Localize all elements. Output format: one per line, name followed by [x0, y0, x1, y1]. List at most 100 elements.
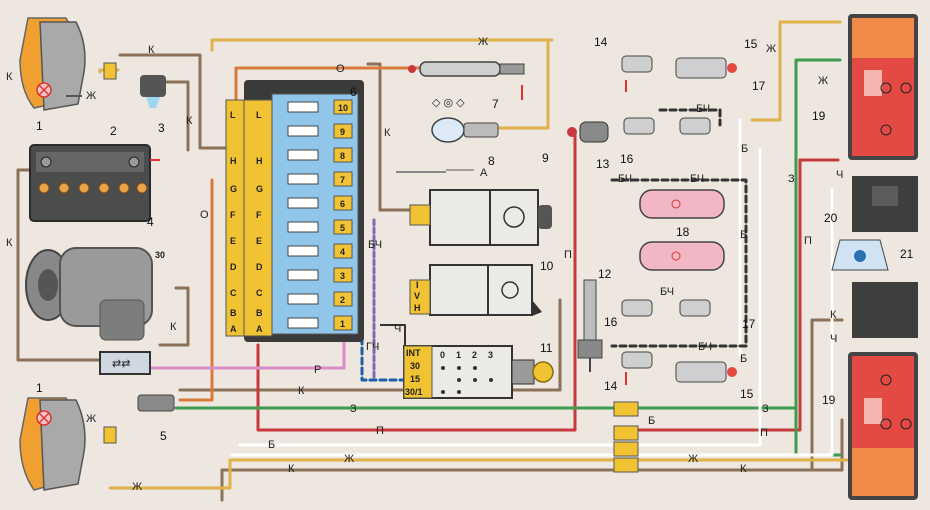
ignition-position: 1 — [456, 350, 461, 360]
lamp-14-bottom-number: 14 — [604, 379, 618, 393]
ignition-pin: 30/1 — [405, 387, 423, 397]
sensor-3-number: 3 — [158, 121, 165, 135]
headlamp-bottom: 1 Ж Ж — [19, 381, 142, 493]
top-zh-label: Ж — [478, 36, 488, 48]
fuse-row: 2 — [287, 291, 353, 307]
lamp-18-number: 18 — [676, 225, 690, 239]
plate-light-number: 20 — [824, 211, 838, 225]
alternator-k-label: К — [170, 321, 177, 333]
wire-brown-bottom — [220, 418, 844, 502]
lamp-17-bottom-number: 17 — [742, 317, 756, 331]
taillight-top-zh2-label: Ж — [818, 75, 828, 87]
lamp-15-bottom-b-label: Б — [740, 353, 747, 365]
lamp-tube: 7 О Ж — [336, 36, 525, 111]
pin-letter: D — [256, 262, 263, 272]
pin-letter: C — [230, 288, 237, 298]
headlamp-top-number: 1 — [36, 119, 43, 133]
fuse-row: 9 — [287, 123, 353, 139]
lamp-14-top-number: 14 — [594, 35, 608, 49]
battery: 2 — [29, 124, 160, 222]
fusebox-pin-letters: L L H H G G F F E E D D C C B B A A — [230, 110, 263, 334]
wire-red-mid — [256, 133, 577, 432]
wire-yellow-bottom — [108, 458, 852, 490]
ignition-switch: INT 30 15 30/1 0 1 2 3 11 ГЧ Р — [314, 341, 554, 399]
fuse-row: 7 — [287, 171, 353, 187]
bottom-k-label-2: К — [288, 463, 295, 475]
lamp-15-bottom-number: 15 — [740, 387, 754, 401]
headlamp-bottom-zh-label: Ж — [86, 413, 96, 425]
lamp-17-bottom: 17 БЧ — [679, 299, 756, 353]
wire-orange-top — [234, 66, 420, 110]
pin-letter: E — [256, 236, 262, 246]
pin-letter: L — [256, 110, 262, 120]
pin-letter: B — [256, 308, 263, 318]
bottom-p-label-1: П — [376, 425, 384, 437]
plate-light: 20 П К Ч — [804, 211, 889, 345]
lamp-16-bottom-number: 16 — [604, 315, 618, 329]
spark-plug-p-label: П — [564, 249, 572, 261]
bottom-zh-label-2: Ж — [688, 453, 698, 465]
pin-letter: G — [256, 184, 263, 194]
fuse-number: 1 — [340, 319, 345, 329]
switch-13: 13 — [567, 121, 610, 171]
lamp-17-top-number: 17 — [752, 79, 766, 93]
lamp-16-bottom-bch-label: БЧ — [660, 286, 674, 298]
oil-sensor: 5 — [137, 394, 175, 443]
ignition-position: 2 — [472, 350, 477, 360]
fuse-row: 8 — [287, 147, 353, 163]
wire-white-b — [238, 148, 762, 447]
sensor-3: 3 К — [140, 75, 193, 135]
pin-letter: H — [256, 156, 263, 166]
alternator-number: 4 — [147, 215, 154, 229]
fuse-rows: 10 9 8 7 6 5 4 3 2 1 — [287, 99, 353, 331]
oil-sensor-number: 5 — [160, 429, 167, 443]
plate-k-label: К — [830, 309, 837, 321]
wiper-switch: 9 A — [409, 151, 552, 246]
taillight-top-ch-label: Ч — [836, 169, 843, 181]
taillight-top-number: 19 — [812, 109, 826, 123]
ignition-switch-number: 11 — [540, 341, 553, 355]
svg-text:⇄⇄: ⇄⇄ — [112, 358, 130, 370]
ignition-pin: 15 — [410, 374, 420, 384]
lamp-18-b-label: Б — [740, 229, 747, 241]
pin-letter: E — [230, 236, 236, 246]
lamp-17-bottom-bch-label: БЧ — [698, 341, 712, 353]
pin-letter: F — [256, 210, 262, 220]
wire-bch-right — [610, 178, 748, 348]
pin-letter: G — [230, 184, 237, 194]
mid-connectors: Б — [613, 401, 655, 473]
bulb: ◇ ◎ ◇ 8 К — [384, 97, 499, 168]
lamp-15-top: 15 — [675, 37, 758, 79]
lamp-16-bottom: 16 БЧ — [604, 286, 674, 329]
wire-white-b2 — [230, 188, 834, 457]
headlamp-bottom-zh2-label: Ж — [132, 481, 142, 493]
fuse-number: 6 — [340, 199, 345, 209]
battery-number: 2 — [110, 124, 117, 138]
bottom-b-label-1: Б — [268, 439, 275, 451]
fusebox-o-label: О — [200, 209, 209, 221]
fuse-number: 4 — [340, 247, 345, 257]
headlamp-top-k-label: К — [148, 44, 155, 56]
bottom-k-label-3: К — [740, 463, 747, 475]
fuse-number: 9 — [340, 127, 345, 137]
headlamp-top: 1 Ж К К — [6, 17, 155, 133]
headlamp-top-left-k-label: К — [6, 71, 13, 83]
lamp-18-bch-right: БЧ — [690, 173, 704, 185]
green-z-label-top: З — [788, 173, 795, 185]
taillight-top: 19 Ж Ж З Ч — [766, 14, 918, 185]
bottom-z-label-1: З — [350, 403, 357, 415]
ignition-position: 3 — [488, 350, 493, 360]
lamp-tube-o-label: О — [336, 63, 345, 75]
svg-text:◇ ◎ ◇: ◇ ◎ ◇ — [432, 97, 465, 109]
taillight-bottom-number: 19 — [822, 393, 836, 407]
lamp-15-top-number: 15 — [744, 37, 758, 51]
light-switch-ch-label: Ч — [394, 323, 401, 335]
lamp-14-bottom: 14 — [604, 351, 653, 393]
right-b-label-top: Б — [741, 143, 748, 155]
connector-block: ⇄⇄ — [99, 351, 151, 375]
headlamp-top-wire-label: Ж — [86, 90, 96, 102]
fuse-number: 8 — [340, 151, 345, 161]
light-switch-pin: H — [414, 303, 421, 313]
bottom-z-label-2: З — [762, 403, 769, 415]
